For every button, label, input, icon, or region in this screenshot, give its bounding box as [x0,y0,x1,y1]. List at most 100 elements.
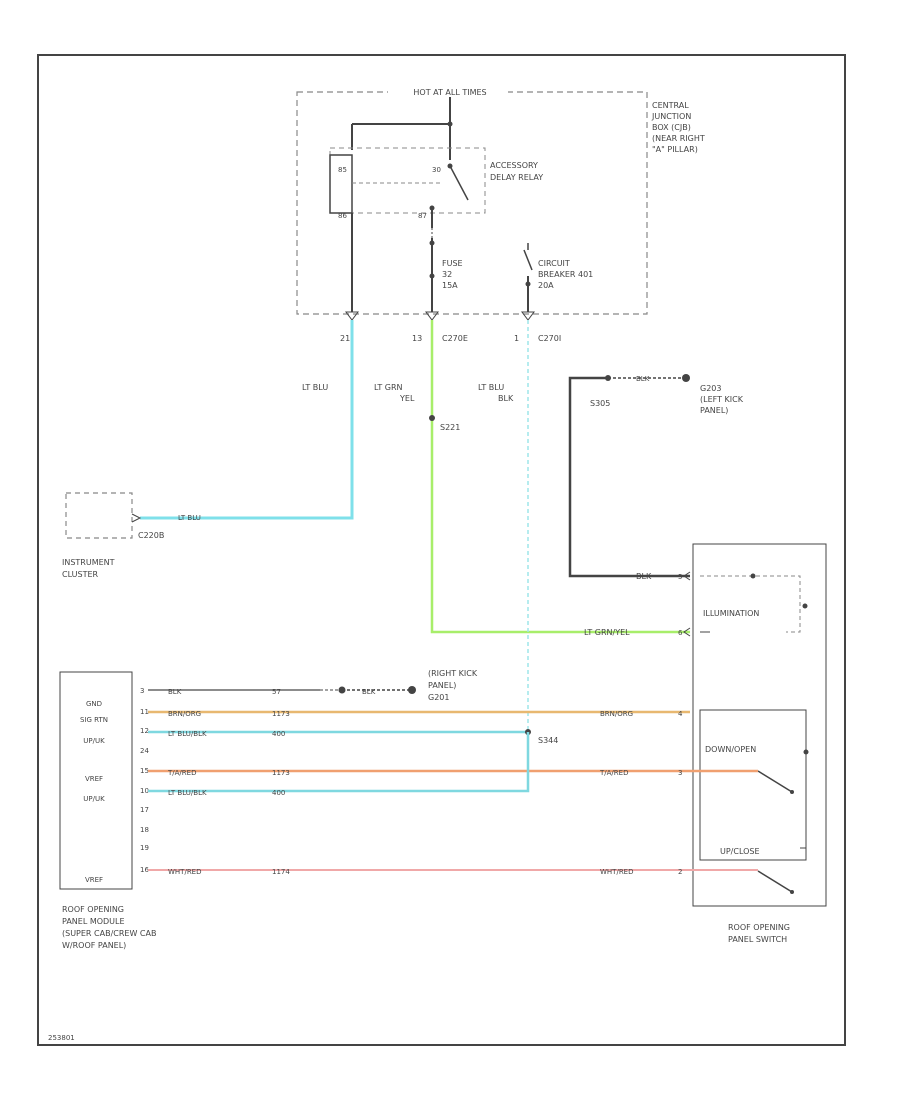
connector-c270e-label: C270E [442,334,468,343]
module-pin-num-2: 11 [140,708,149,716]
harness-row-6-color: WHT/RED [168,868,202,876]
g201-label-line-2: PANEL) [428,681,456,690]
g201-label-line-3: G201 [428,693,449,702]
ground-left-wire-label: BLK [362,688,376,696]
module-pin-num-6: 10 [140,787,149,795]
switch-pin-6: 6 [678,629,683,637]
up-close-contact [757,870,793,893]
cluster-wire-label: LT BLU [178,514,201,522]
lt-blu-label: LT BLU [302,383,328,392]
module-pin-num-5: 15 [140,767,149,775]
lt-blu-wire [140,320,354,520]
pin-13-label: 13 [412,334,422,343]
g203-label-line-2: (LEFT KICK [700,395,744,404]
switch-blk-label: BLK [636,572,652,581]
harness-row-3-circuit: 400 [272,730,285,738]
circuit-breaker-401 [523,249,533,271]
ground-g203: BLK S305 G203 (LEFT KICK PANEL) [568,374,744,578]
switch-outline [692,543,827,907]
splice-s221-label: S221 [440,423,460,432]
module-pin-label-sig-rtn: SIG RTN [80,716,108,724]
splice-s344-label: S344 [538,736,558,745]
diagram-frame [37,54,846,1046]
down-open-label: DOWN/OPEN [705,745,756,754]
lt-grn-yel-wire [430,320,690,634]
splice-s305-label: S305 [590,399,610,408]
module-caption-line-2: PANEL MODULE [62,917,125,926]
pin-21-label: 21 [340,334,350,343]
relay-pin-86: 86 [338,212,347,220]
relay-pin-87: 87 [418,212,427,220]
module-pin-label-vref-2: VREF [85,876,103,884]
cjb-label-line-1: CENTRAL [652,101,689,110]
lt-grn-yel-label-line-1: LT GRN [374,383,403,392]
connector-c270i-label: C270I [538,334,561,343]
harness-row-2-right-color: BRN/ORG [600,710,633,718]
lt-blu-blk-label-line-1: LT BLU [478,383,504,392]
module-caption-line-1: ROOF OPENING [62,905,124,914]
module-pin-num-8: 18 [140,826,149,834]
harness-row-6-pin: 2 [678,868,682,876]
relay-pin-30: 30 [432,166,441,174]
lt-blu-blk-label-line-2: BLK [498,394,514,403]
harness-row-lt-blu-blk-2 [148,732,530,793]
cluster-label-line-2: CLUSTER [62,570,99,579]
module-pin-num-9: 19 [140,844,149,852]
harness-row-4-circuit: 1173 [272,769,290,777]
breaker-label-line-1: CIRCUIT [538,259,570,268]
module-outline [59,671,133,890]
ground-g201-point [408,686,416,694]
cjb-label-line-3: BOX (CJB) [652,123,691,132]
harness-row-5-circuit: 400 [272,789,285,797]
harness-row-1-circuit: 57 [272,688,281,696]
cjb-label-line-4: (NEAR RIGHT [652,134,705,143]
g203-label-line-1: G203 [700,384,721,393]
accessory-delay-relay-outline [329,147,486,214]
relay-label-line-1: ACCESSORY [490,161,538,170]
module-pin-num-4: 24 [140,747,149,755]
junction-box-outline [296,91,648,315]
module-pin-num-10: 16 [140,866,149,874]
feed-wires: LT BLU LT GRN YEL S221 LT BLU BLK [140,320,690,730]
module-pin-num-1: 3 [140,687,144,695]
g201-label-line-1: (RIGHT KICK [428,669,478,678]
harness-row-3-color: LT BLU/BLK [168,730,207,738]
cluster-label-line-1: INSTRUMENT [62,558,115,567]
harness-row-1-color: BLK [168,688,182,696]
breaker-label-line-3: 20A [538,281,554,290]
instrument-cluster: LT BLU C220B INSTRUMENT CLUSTER [62,492,201,579]
cjb-label-line-2: JUNCTION [651,112,691,121]
connector-c220b-label: C220B [138,531,164,540]
harness-row-2-color: BRN/ORG [168,710,201,718]
instrument-cluster-outline [65,492,133,539]
down-open-contact [757,770,793,793]
module-pin-label-up-2: UP/UK [83,795,105,803]
harness-row-6-right-color: WHT/RED [600,868,634,876]
module-pin-label-gnd: GND [86,700,102,708]
fuse-label-line-2: 32 [442,270,452,279]
illumination-label: ILLUMINATION [703,609,759,618]
module-pin-label-vref-1: VREF [85,775,103,783]
switch-caption-line-1: ROOF OPENING [728,923,790,932]
junction-box: HOT AT ALL TIMES CENTRAL JUNCTION BOX (C… [296,87,705,343]
switch-grn-label: LT GRN/YEL [584,628,630,637]
relay-pin-85: 85 [338,166,347,174]
module-pin-num-3: 12 [140,727,149,735]
switch-caption-line-2: PANEL SWITCH [728,935,787,944]
module-pin-num-7: 17 [140,806,149,814]
roof-opening-panel-switch: 5 6 BLK LT GRN/YEL ILLUMINATION DOWN/OPE… [584,543,827,944]
harness-row-2-pin: 4 [678,710,683,718]
fuse-label-line-1: FUSE [442,259,463,268]
harness-row-4-right-color: T/A/RED [599,769,628,777]
relay-coil [329,154,353,214]
ground-blk-wire [568,376,690,578]
harness: BLK 57 BLK (RIGHT KICK PANEL) G201 BRN/O… [148,669,807,876]
roof-opening-panel-module: GND SIG RTN UP/UK VREF UP/UK VREF 3 11 1… [59,671,156,950]
relay-label-line-2: DELAY RELAY [490,173,543,182]
splice-s221 [429,415,435,421]
harness-row-5-color: LT BLU/BLK [168,789,207,797]
ground-top-wire-label: BLK [636,375,650,383]
module-pin-label-up-1: UP/UK [83,737,105,745]
harness-row-4-pin: 3 [678,769,682,777]
